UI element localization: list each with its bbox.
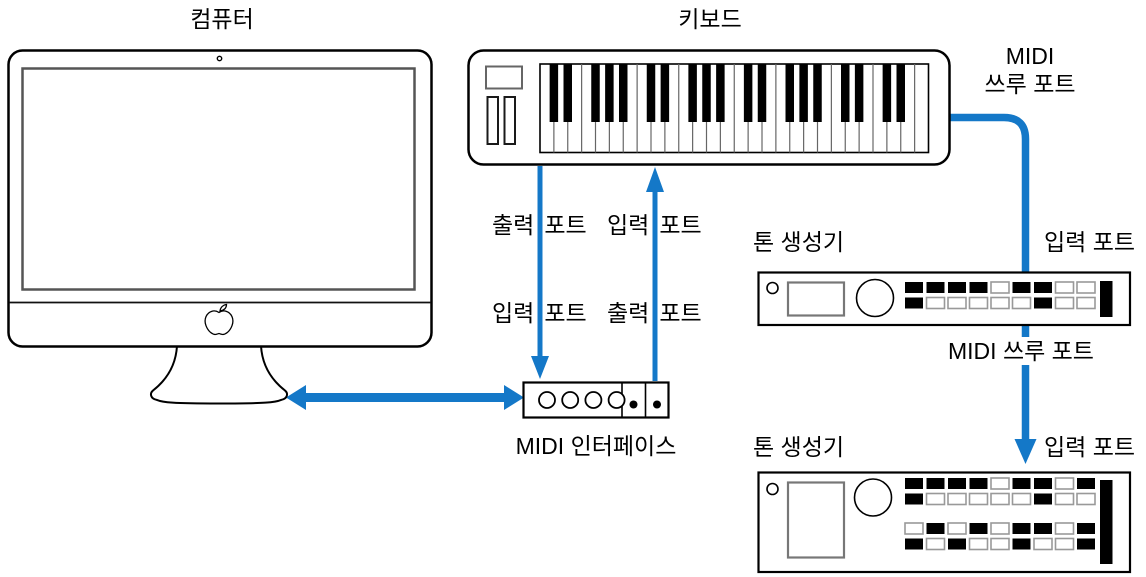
- tg2-knob: [853, 478, 893, 517]
- keyboard-in-arrowhead: [646, 167, 664, 192]
- tg2-led: [766, 482, 779, 496]
- tg2-meter: [1100, 480, 1113, 564]
- midi-jack-icons: [629, 400, 661, 409]
- keyboard-out-arrowhead: [531, 356, 549, 379]
- tone-generator-midi-thru-label: MIDI 쓰루 포트: [944, 337, 1098, 365]
- computer-interface-double-arrow: [286, 385, 524, 410]
- computer-stand: [149, 345, 289, 405]
- computer-screen: [21, 67, 416, 291]
- tg1-knob: [855, 278, 895, 318]
- tone-generator-1-device: [757, 271, 1132, 327]
- midi-interface-device: [522, 381, 670, 419]
- keyboard-label: 키보드: [678, 6, 742, 32]
- keyboard-display: [485, 65, 523, 90]
- tone-generator-1-label: 톤 생성기: [753, 229, 845, 255]
- tone-generator-1-in-port-label: 입력 포트: [1044, 229, 1136, 255]
- tg2-buttons-top: [905, 477, 1096, 506]
- keyboard-midi-thru-label-line1: MIDI: [1005, 43, 1055, 69]
- computer-device: [7, 49, 433, 405]
- mod-wheel: [503, 96, 516, 145]
- keyboard-keys: [539, 63, 930, 154]
- tg1-led: [766, 281, 779, 295]
- tg2-display: [786, 481, 846, 559]
- midi-thru-cable: [946, 113, 1030, 441]
- camera-icon: [216, 55, 223, 62]
- tg2-buttons-bottom: [904, 522, 1095, 551]
- computer-label: 컴퓨터: [190, 6, 254, 32]
- tg1-buttons: [905, 281, 1096, 310]
- midi-port-icons: [538, 391, 626, 409]
- tone-generator-2-label: 톤 생성기: [753, 434, 845, 460]
- cable-group: [286, 113, 1037, 464]
- tg1-display: [786, 281, 846, 317]
- tg1-meter: [1100, 281, 1113, 317]
- midi-interface-label: MIDI 인터페이스: [515, 433, 677, 459]
- tone-generator-2-in-port-label: 입력 포트: [1044, 434, 1136, 460]
- keyboard-midi-thru-label: MIDI 쓰루 포트: [960, 42, 1100, 98]
- midi-thru-cable-arrowhead: [1014, 439, 1037, 464]
- tone-generator-2-device: [757, 471, 1132, 574]
- pitch-wheel: [486, 96, 499, 145]
- keyboard-device: [467, 49, 951, 166]
- keyboard-midi-thru-label-line2: 쓰루 포트: [984, 71, 1076, 97]
- apple-logo-icon: [204, 303, 234, 336]
